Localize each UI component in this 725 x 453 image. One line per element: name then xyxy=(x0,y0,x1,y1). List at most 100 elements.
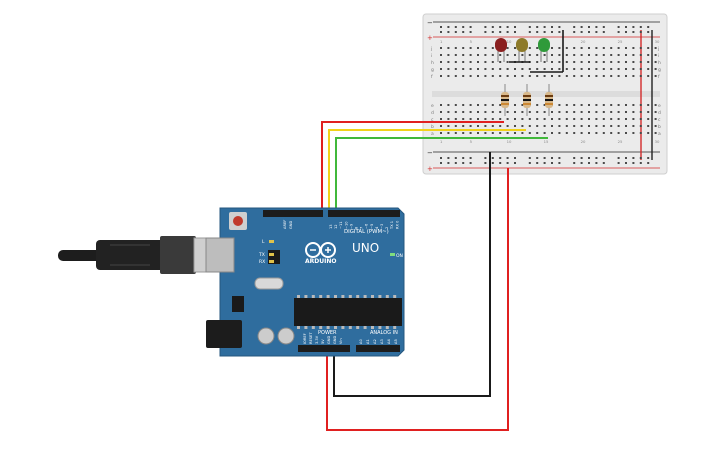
terminal-hole[interactable] xyxy=(536,47,539,49)
rail-hole[interactable] xyxy=(506,26,509,28)
terminal-hole[interactable] xyxy=(469,47,472,49)
terminal-hole[interactable] xyxy=(447,54,450,56)
rail-hole[interactable] xyxy=(462,157,465,159)
terminal-hole[interactable] xyxy=(462,104,465,106)
terminal-hole[interactable] xyxy=(588,132,590,134)
rail-hole[interactable] xyxy=(639,162,642,164)
terminal-hole[interactable] xyxy=(454,61,457,63)
terminal-hole[interactable] xyxy=(595,68,598,70)
terminal-hole[interactable] xyxy=(491,125,494,127)
terminal-hole[interactable] xyxy=(543,54,546,56)
terminal-hole[interactable] xyxy=(602,75,605,77)
terminal-hole[interactable] xyxy=(588,125,590,127)
terminal-hole[interactable] xyxy=(610,75,613,77)
terminal-hole[interactable] xyxy=(506,118,509,120)
terminal-hole[interactable] xyxy=(617,132,620,134)
rail-hole[interactable] xyxy=(588,157,590,159)
terminal-hole[interactable] xyxy=(506,47,509,49)
rail-hole[interactable] xyxy=(491,31,494,33)
terminal-hole[interactable] xyxy=(551,75,553,77)
rail-hole[interactable] xyxy=(469,26,472,28)
rail-hole[interactable] xyxy=(491,26,494,28)
terminal-hole[interactable] xyxy=(558,111,561,113)
breadboard-holes[interactable] xyxy=(440,26,657,164)
terminal-hole[interactable] xyxy=(521,75,524,77)
resistor-2[interactable] xyxy=(523,84,531,116)
terminal-hole[interactable] xyxy=(477,75,479,77)
terminal-hole[interactable] xyxy=(639,54,642,56)
rail-hole[interactable] xyxy=(440,31,442,33)
terminal-hole[interactable] xyxy=(440,47,442,49)
rail-hole[interactable] xyxy=(454,157,457,159)
rail-hole[interactable] xyxy=(632,162,635,164)
rail-hole[interactable] xyxy=(588,31,590,33)
rail-hole[interactable] xyxy=(639,26,642,28)
terminal-hole[interactable] xyxy=(491,104,494,106)
terminal-hole[interactable] xyxy=(543,104,546,106)
rail-hole[interactable] xyxy=(499,26,502,28)
terminal-hole[interactable] xyxy=(536,61,539,63)
terminal-hole[interactable] xyxy=(528,132,531,134)
rail-hole[interactable] xyxy=(602,31,605,33)
terminal-hole[interactable] xyxy=(602,132,605,134)
terminal-hole[interactable] xyxy=(639,68,642,70)
terminal-hole[interactable] xyxy=(588,68,590,70)
terminal-hole[interactable] xyxy=(499,75,502,77)
terminal-hole[interactable] xyxy=(595,118,598,120)
rail-hole[interactable] xyxy=(447,162,450,164)
terminal-hole[interactable] xyxy=(617,104,620,106)
terminal-hole[interactable] xyxy=(528,125,531,127)
terminal-hole[interactable] xyxy=(469,61,472,63)
terminal-hole[interactable] xyxy=(610,132,613,134)
terminal-hole[interactable] xyxy=(469,104,472,106)
rail-hole[interactable] xyxy=(625,157,627,159)
terminal-hole[interactable] xyxy=(551,54,553,56)
terminal-hole[interactable] xyxy=(632,125,635,127)
terminal-hole[interactable] xyxy=(565,104,568,106)
terminal-hole[interactable] xyxy=(521,118,524,120)
terminal-hole[interactable] xyxy=(565,61,568,63)
terminal-hole[interactable] xyxy=(639,47,642,49)
terminal-hole[interactable] xyxy=(573,75,576,77)
terminal-hole[interactable] xyxy=(477,118,479,120)
rail-hole[interactable] xyxy=(617,31,620,33)
terminal-hole[interactable] xyxy=(454,47,457,49)
terminal-hole[interactable] xyxy=(469,75,472,77)
rail-hole[interactable] xyxy=(454,26,457,28)
rail-hole[interactable] xyxy=(573,157,576,159)
terminal-hole[interactable] xyxy=(484,61,487,63)
rail-hole[interactable] xyxy=(632,26,635,28)
terminal-hole[interactable] xyxy=(565,125,568,127)
terminal-hole[interactable] xyxy=(558,132,561,134)
terminal-hole[interactable] xyxy=(580,61,583,63)
terminal-hole[interactable] xyxy=(580,75,583,77)
terminal-hole[interactable] xyxy=(610,118,613,120)
rail-hole[interactable] xyxy=(536,162,539,164)
terminal-hole[interactable] xyxy=(506,54,509,56)
terminal-hole[interactable] xyxy=(514,118,516,120)
terminal-hole[interactable] xyxy=(639,75,642,77)
terminal-hole[interactable] xyxy=(536,104,539,106)
terminal-hole[interactable] xyxy=(543,132,546,134)
resistor-group[interactable] xyxy=(501,84,553,116)
rail-hole[interactable] xyxy=(440,26,442,28)
terminal-hole[interactable] xyxy=(543,125,546,127)
terminal-hole[interactable] xyxy=(521,68,524,70)
terminal-hole[interactable] xyxy=(440,75,442,77)
terminal-hole[interactable] xyxy=(491,132,494,134)
terminal-hole[interactable] xyxy=(499,125,502,127)
terminal-hole[interactable] xyxy=(595,54,598,56)
resistor-1[interactable] xyxy=(501,84,509,116)
terminal-hole[interactable] xyxy=(588,75,590,77)
terminal-hole[interactable] xyxy=(484,132,487,134)
terminal-hole[interactable] xyxy=(543,68,546,70)
terminal-hole[interactable] xyxy=(528,68,531,70)
terminal-hole[interactable] xyxy=(647,104,650,106)
terminal-hole[interactable] xyxy=(625,75,627,77)
rail-hole[interactable] xyxy=(447,31,450,33)
terminal-hole[interactable] xyxy=(536,118,539,120)
rail-hole[interactable] xyxy=(484,26,487,28)
rail-hole[interactable] xyxy=(617,26,620,28)
terminal-hole[interactable] xyxy=(625,111,627,113)
terminal-hole[interactable] xyxy=(543,118,546,120)
